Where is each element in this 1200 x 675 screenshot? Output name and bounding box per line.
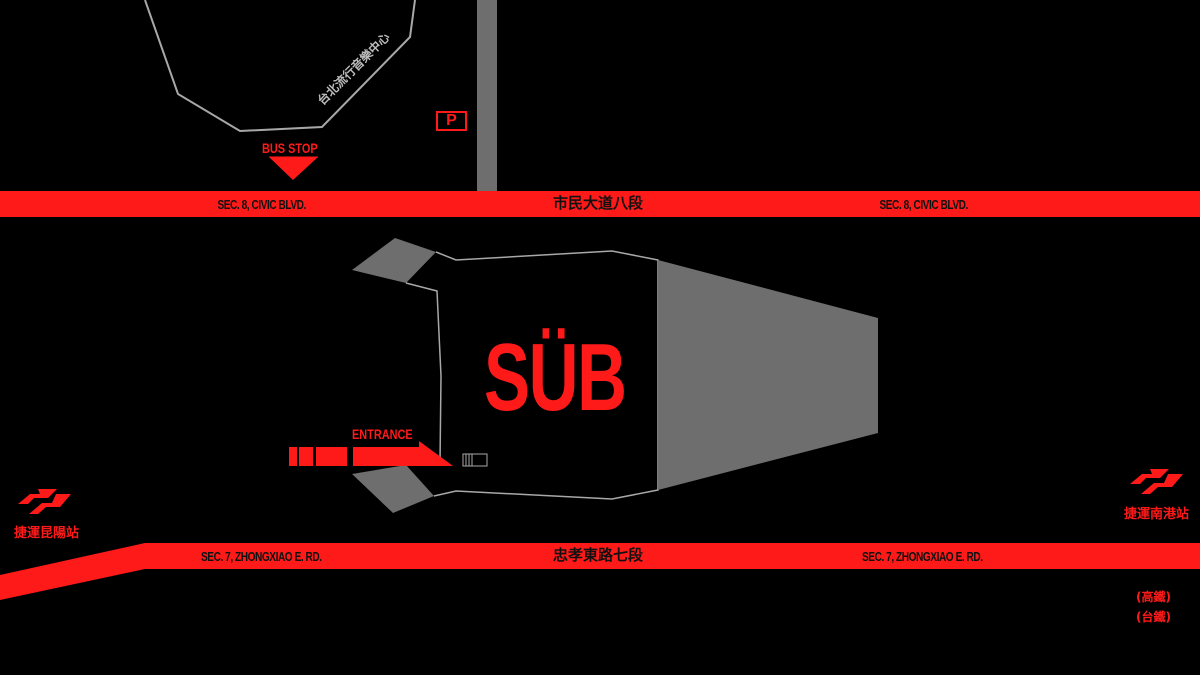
metro-logo-icon-west (18, 489, 71, 514)
tra-label: (台鐵) (1136, 610, 1171, 624)
civic-blvd-label-zh: 市民大道八段 (553, 194, 644, 212)
civic-blvd-label-left: SEC. 8, CIVIC BLVD. (217, 197, 306, 212)
civic-blvd-road (0, 191, 1200, 217)
zhongxiao-label-left: SEC. 7, ZHONGXIAO E. RD. (201, 549, 322, 564)
building-wing-north (352, 238, 436, 283)
civic-blvd-label-right: SEC. 8, CIVIC BLVD. (879, 197, 968, 212)
entrance-dash-2 (299, 447, 313, 466)
venue-outline (144, 0, 416, 133)
building-wing-south (352, 465, 434, 513)
side-street (477, 0, 497, 191)
sub-logo: SÜB (484, 324, 627, 431)
stairs-icon (462, 453, 488, 467)
entrance-dash-1 (289, 447, 297, 466)
hsr-label: (高鐵) (1136, 590, 1171, 604)
bus-stop-label: BUS STOP (262, 140, 318, 156)
metro-logo-icon-east (1130, 469, 1183, 494)
station-label-east: 捷運南港站 (1124, 507, 1190, 522)
zhongxiao-road (0, 543, 1200, 600)
entrance-label: ENTRANCE (352, 426, 413, 442)
zhongxiao-label-right: SEC. 7, ZHONGXIAO E. RD. (862, 549, 983, 564)
entrance-dash-3 (316, 447, 347, 466)
building-east-hall (658, 260, 878, 490)
zhongxiao-label-zh: 忠孝東路七段 (553, 546, 644, 564)
building-west-wall (405, 282, 442, 464)
bus-stop-arrow-icon (269, 157, 318, 180)
parking-sign: P (436, 111, 467, 131)
entrance-arrow-icon (353, 441, 453, 466)
parking-icon: P (446, 112, 457, 129)
station-label-west: 捷運昆陽站 (14, 526, 80, 541)
